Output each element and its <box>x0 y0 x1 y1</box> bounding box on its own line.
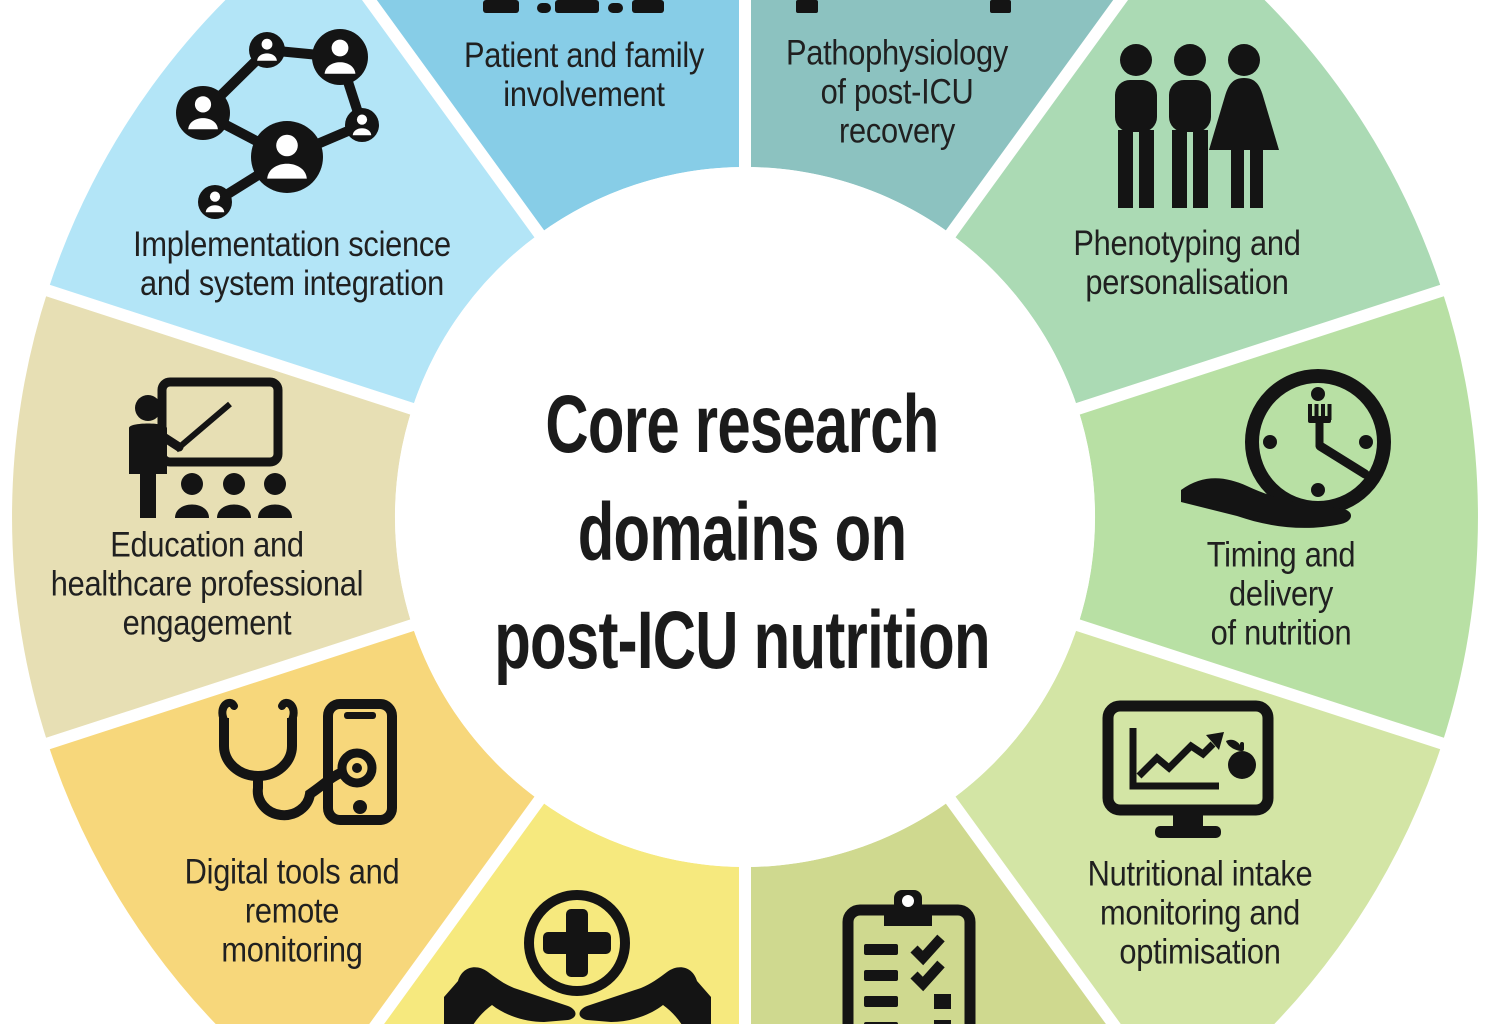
body-recovery-icon <box>796 0 1011 13</box>
segment-label-pathophysiology-of-post-icu-recovery: Pathophysiology of post-ICU recovery <box>785 33 1009 151</box>
center-title: Core research domains on post-ICU nutrit… <box>494 379 990 686</box>
segment-divider <box>941 0 1129 244</box>
segment-pathophysiology-of-post-icu-recovery <box>745 0 1121 234</box>
segment-implementation-science-and-system-integration <box>47 0 540 409</box>
hand-clock-fork-icon <box>1181 369 1391 528</box>
monitor-chart-apple-icon <box>1102 700 1274 838</box>
checklist-clipboard-icon <box>842 890 976 1024</box>
segment-label-implementation-science-and-system-integration: Implementation science and system integr… <box>133 225 451 303</box>
people-network-icon <box>176 29 379 219</box>
segment-divider <box>1069 271 1484 417</box>
three-people-icon <box>1115 44 1279 208</box>
segment-label-phenotyping-and-personalisation: Phenotyping and personalisation <box>1073 224 1301 302</box>
segment-divider <box>1069 617 1484 763</box>
hands-medical-cross-icon <box>444 890 711 1024</box>
stethoscope-smartphone-icon <box>218 698 397 825</box>
segment-icons <box>129 0 1391 1024</box>
segment-care-domain <box>376 800 745 1024</box>
family-figures-icon <box>483 0 664 13</box>
segment-label-digital-tools-and-remote-monitoring: Digital tools and remote monitoring <box>184 852 400 970</box>
teacher-presentation-icon <box>129 377 292 518</box>
segment-label-education-and-healthcare-professional-engagement: Education and healthcare professional en… <box>50 525 364 643</box>
segment-label-timing-and-delivery-of-nutrition: Timing and delivery of nutrition <box>1206 535 1356 653</box>
segment-divider <box>941 790 1121 1024</box>
segment-patient-and-family-involvement <box>369 0 745 234</box>
segment-label-nutritional-intake-monitoring-and-optimisation: Nutritional intake monitoring and optimi… <box>1087 854 1313 972</box>
segment-divider <box>6 271 421 417</box>
segment-separators <box>6 0 1484 1024</box>
segment-education-and-healthcare-professional-engagement <box>12 290 413 744</box>
segment-digital-tools-and-remote-monitoring <box>47 625 540 1024</box>
segment-divider <box>369 790 549 1024</box>
center-hub-circle <box>395 167 1095 867</box>
segment-divider <box>6 617 421 763</box>
segment-divider <box>361 0 549 244</box>
segment-label-patient-and-family-involvement: Patient and family involvement <box>463 36 705 114</box>
